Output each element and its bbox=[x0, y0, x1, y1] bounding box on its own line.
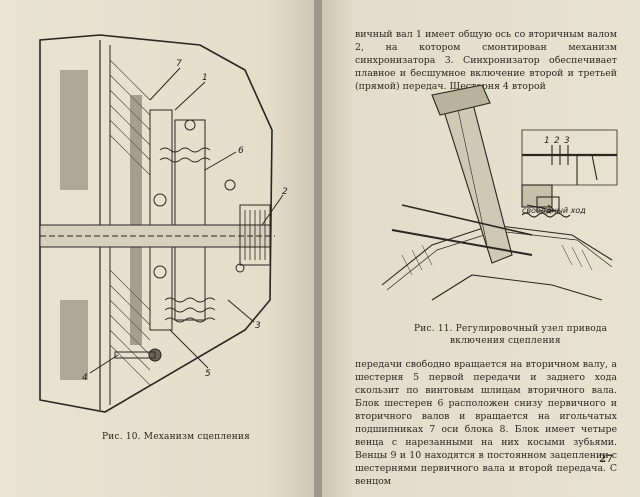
callout-3: 3 bbox=[255, 321, 261, 331]
callout-1: 1 bbox=[202, 73, 208, 83]
right-page: вичный вал 1 имеет общую ось со вторичны… bbox=[322, 0, 640, 497]
figure-11-caption-line1: Рис. 11. Регулировочный узел привода bbox=[414, 324, 608, 334]
book-gutter bbox=[314, 0, 324, 497]
fig11-callout-2: 2 bbox=[554, 136, 560, 146]
fig11-callout-3: 3 bbox=[564, 136, 570, 146]
figure-10-caption: Рис. 10. Механизм сцепления bbox=[102, 432, 251, 442]
fig11-callout-1: 1 bbox=[544, 136, 550, 146]
callout-6: 6 bbox=[238, 146, 244, 156]
paragraph-top: вичный вал 1 имеет общую ось со вторичны… bbox=[355, 29, 617, 92]
left-page: 7 1 6 2 3 5 4 Рис. 10. Механизм сцеплени… bbox=[0, 0, 316, 497]
clutch-mechanism-drawing: 7 1 6 2 3 5 4 bbox=[39, 34, 288, 413]
callout-4: 4 bbox=[82, 373, 88, 383]
paragraph-bottom: передачи свободно вращается на вторичном… bbox=[355, 359, 617, 487]
free-travel-label: свободный ход bbox=[522, 206, 586, 215]
callout-2: 2 bbox=[282, 187, 288, 197]
page-number: 27 bbox=[599, 454, 613, 465]
pedal-adjustment-drawing: 1 2 3 свободный ход bbox=[381, 85, 618, 301]
figure-11-caption-line2: включения сцепления bbox=[450, 336, 561, 346]
callout-5: 5 bbox=[205, 369, 211, 379]
callout-7: 7 bbox=[176, 59, 182, 69]
